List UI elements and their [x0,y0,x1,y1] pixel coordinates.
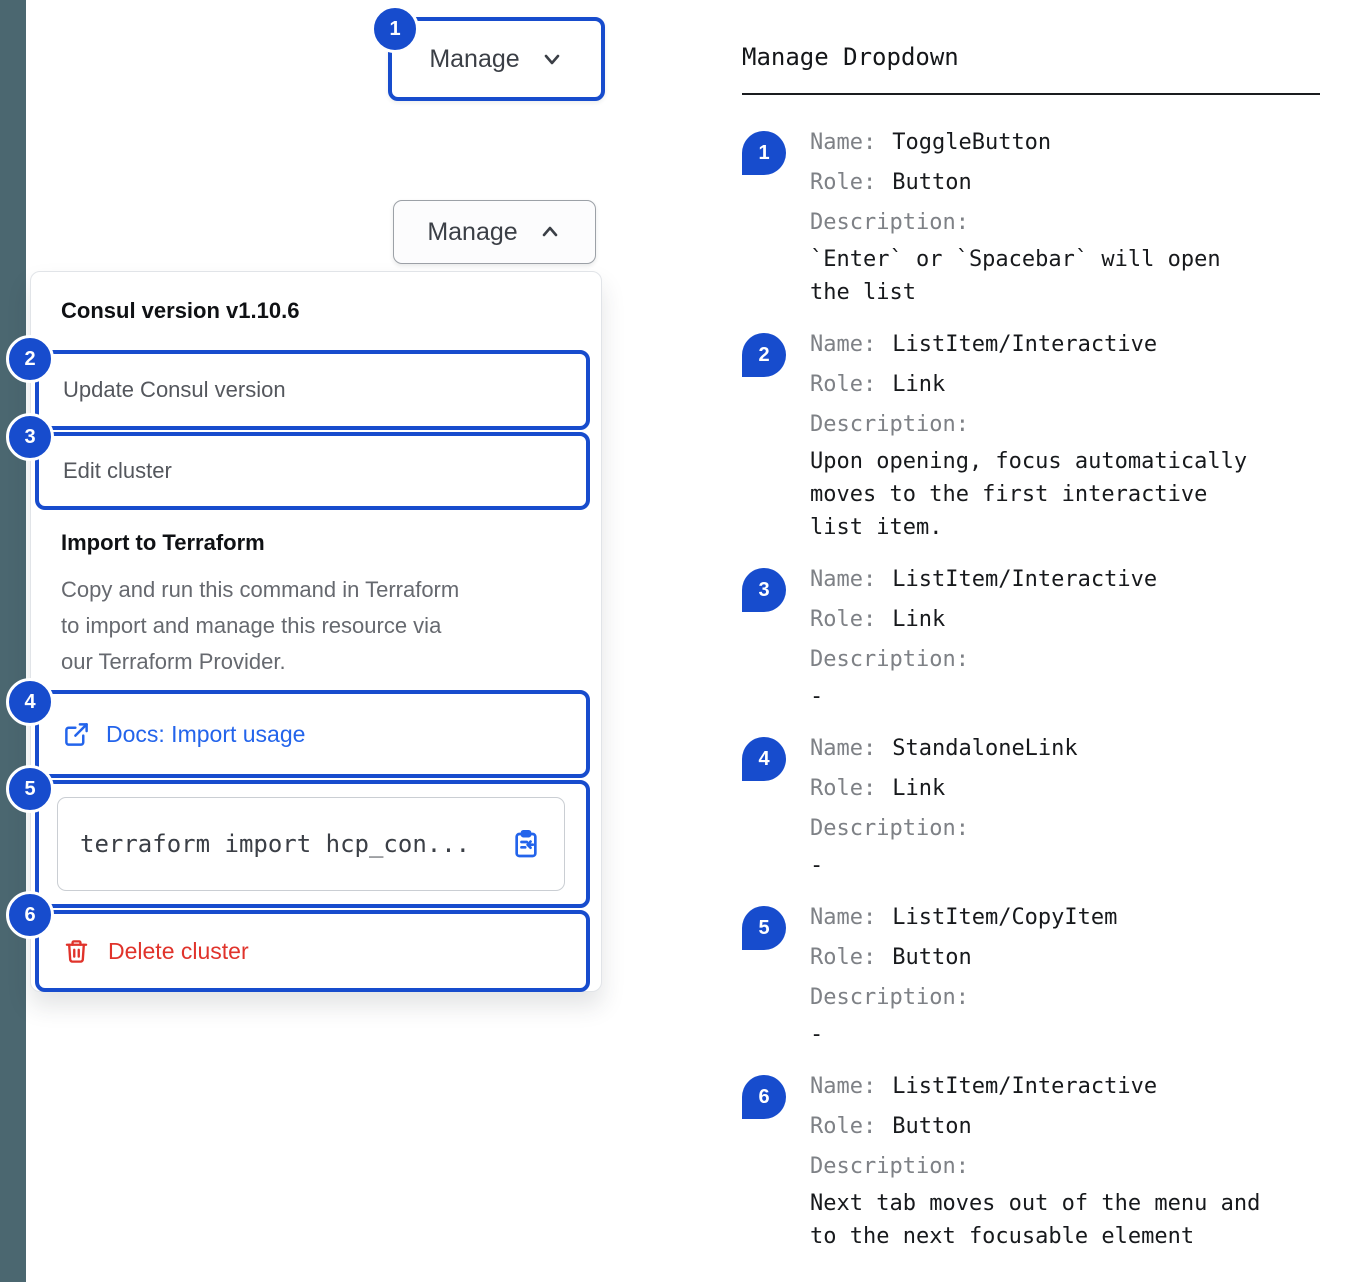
annotation-badge-1: 1 [371,5,419,53]
name-value: ToggleButton [892,130,1052,155]
annotation-item-4: 4 Name: StandaloneLink Role: Link Descript… [742,729,1320,882]
menu-item-update-consul-version[interactable]: Update Consul version [35,350,590,430]
consul-version-label: Consul version v1.10.6 [61,298,300,323]
description-value: - [810,684,824,709]
name-value: ListItem/Interactive [892,332,1158,357]
annotation-doc-panel: Manage Dropdown 1 Name: ToggleButton Role… [742,30,1320,1269]
role-label: Role: [810,607,877,632]
manage-toggle-label: Manage [429,44,520,73]
menu-item-copy-command[interactable]: terraform import hcp_con... [35,780,590,908]
role-value: Link [892,607,946,632]
description-label: Description: [810,985,969,1010]
role-label: Role: [810,1114,877,1139]
doc-divider [742,93,1320,95]
annotation-badge-2: 2 [6,335,54,383]
annotation-badge-4: 4 [6,678,54,726]
role-value: Link [892,372,946,397]
annotation-badge-5: 5 [6,765,54,813]
description-value: Upon opening, focus automatically moves … [810,449,1248,540]
doc-title: Manage Dropdown [742,43,959,71]
description-label: Description: [810,816,969,841]
role-label: Role: [810,170,877,195]
name-value: ListItem/Interactive [892,567,1158,592]
chevron-down-icon [540,47,564,71]
trash-icon [63,938,90,965]
manage-toggle-label: Manage [427,217,518,246]
role-label: Role: [810,945,877,970]
annotation-item-3: 3 Name: ListItem/Interactive Role: Link De… [742,560,1320,713]
role-value: Button [892,170,972,195]
name-label: Name: [810,332,877,357]
annotation-item-1: 1 Name: ToggleButton Role: Button Descript… [742,123,1320,309]
annotation-badge-6: 6 [6,891,54,939]
name-value: StandaloneLink [892,736,1078,761]
import-to-terraform-title: Import to Terraform [61,530,265,555]
role-value: Button [892,1114,972,1139]
name-value: ListItem/CopyItem [892,905,1118,930]
description-label: Description: [810,1154,969,1179]
description-label: Description: [810,647,969,672]
annotation-item-5: 5 Name: ListItem/CopyItem Role: Button Des… [742,898,1320,1051]
description-value: - [810,1022,824,1047]
menu-item-docs-import-usage[interactable]: Docs: Import usage [35,690,590,778]
menu-item-label: Update Consul version [63,377,286,402]
external-link-icon [63,721,90,748]
name-label: Name: [810,905,877,930]
clipboard-copy-icon[interactable] [510,828,542,860]
manage-toggle-button[interactable]: Manage [388,17,605,101]
chevron-up-icon [538,220,562,244]
description-value: Next tab moves out of the menu and to th… [810,1191,1261,1249]
annotation-item-2: 2 Name: ListItem/Interactive Role: Link De… [742,325,1320,544]
manage-toggle-button-expanded[interactable]: Manage [393,200,596,264]
description-value: - [810,853,824,878]
description-label: Description: [810,412,969,437]
menu-item-edit-cluster[interactable]: Edit cluster [35,432,590,510]
name-label: Name: [810,567,877,592]
sidebar-strip [0,0,26,1282]
terraform-command-field[interactable]: terraform import hcp_con... [57,797,565,891]
import-description: Copy and run this command in Terraform t… [61,577,460,674]
role-label: Role: [810,372,877,397]
manage-dropdown-menu: Consul version v1.10.6 Update Consul ver… [30,271,602,992]
annotation-number-badge: 2 [742,333,786,377]
annotation-item-6: 6 Name:ListItem/Interactive Role:Button … [742,1067,1320,1253]
delete-cluster-label: Delete cluster [108,937,249,964]
menu-item-delete-cluster[interactable]: Delete cluster [35,910,590,992]
role-value: Link [892,776,946,801]
annotation-number-badge: 6 [742,1075,786,1119]
name-value: ListItem/Interactive [892,1074,1158,1099]
annotation-badge-3: 3 [6,413,54,461]
docs-link-label: Docs: Import usage [106,720,306,747]
annotation-number-badge: 4 [742,737,786,781]
description-label: Description: [810,210,969,235]
description-value: `Enter` or `Spacebar` will open the list [810,247,1221,305]
menu-item-label: Edit cluster [63,458,172,483]
name-label: Name: [810,1074,877,1099]
annotation-number-badge: 5 [742,906,786,950]
name-label: Name: [810,736,877,761]
annotation-number-badge: 1 [742,131,786,175]
role-label: Role: [810,776,877,801]
name-label: Name: [810,130,877,155]
terraform-command-text: terraform import hcp_con... [80,830,471,858]
annotation-number-badge: 3 [742,568,786,612]
role-value: Button [892,945,972,970]
